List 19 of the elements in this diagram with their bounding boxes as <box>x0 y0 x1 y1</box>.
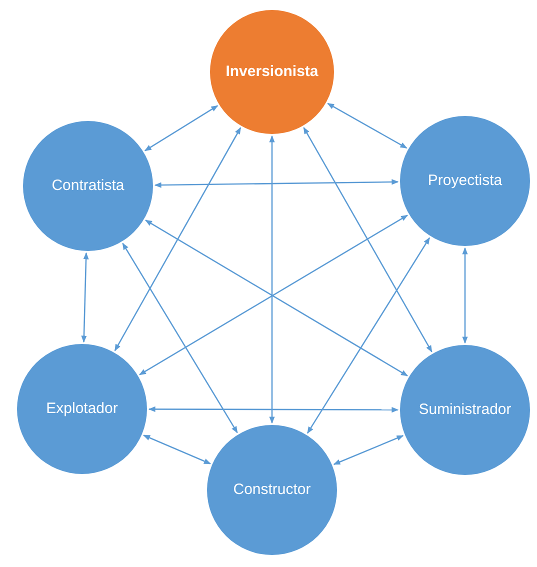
node-label: Contratista <box>52 176 124 196</box>
double-arrow <box>306 237 430 434</box>
double-arrow <box>333 435 404 465</box>
node-label: Explotador <box>46 398 118 419</box>
node-label: Suministrador <box>418 400 512 420</box>
node-label: Proyectista <box>428 170 502 191</box>
node-label: Constructor <box>233 480 311 500</box>
double-arrow <box>81 252 89 343</box>
double-arrow <box>269 135 275 424</box>
double-arrow <box>303 126 432 352</box>
double-arrow <box>114 127 242 352</box>
node-label: Inversionista <box>226 62 318 82</box>
double-arrow <box>462 247 468 344</box>
double-arrow <box>327 102 408 149</box>
double-arrow <box>143 434 211 464</box>
double-arrow <box>148 406 399 413</box>
double-arrow <box>122 242 238 434</box>
double-arrow <box>144 105 218 152</box>
double-arrow <box>154 179 399 188</box>
